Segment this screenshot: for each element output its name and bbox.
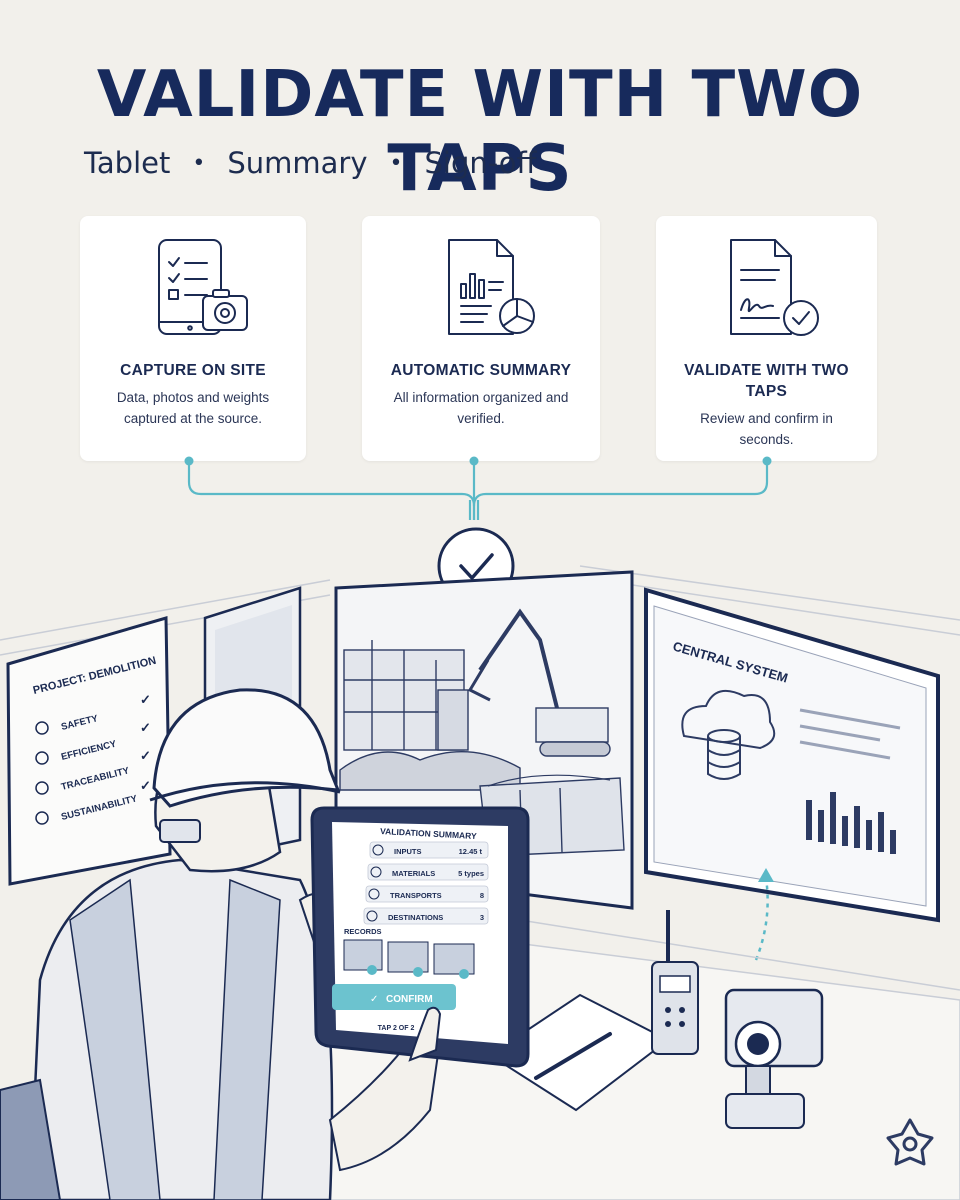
central-system-monitor: CENTRAL SYSTEM (644, 587, 940, 923)
page-title: VALIDATE WITH TWO TAPS (96, 58, 864, 206)
check-icon: ✓ (140, 720, 151, 735)
subtitle-separator: • (389, 150, 403, 176)
shield-icon (35, 721, 49, 735)
subtitle-item-signoff: Sign-off (424, 146, 537, 180)
camera-icon (724, 988, 824, 1129)
tablet-row-value: 12.45 t (459, 847, 483, 856)
document-chart-icon (448, 239, 535, 335)
pointing-finger (408, 1006, 442, 1062)
tablet-checklist-camera-icon (158, 239, 248, 335)
card-capture-on-site: CAPTURE ON SITE Data, photos and weights… (80, 216, 306, 461)
bar-chart-icon (806, 792, 896, 854)
worker-figure (0, 688, 442, 1200)
tablet-row-value: 5 types (458, 869, 484, 878)
confirm-button[interactable]: ✓ CONFIRM (332, 984, 456, 1010)
tablet-device: VALIDATION SUMMARY INPUTS 12.45 t MATERI… (310, 806, 530, 1068)
subtitle-item-tablet: Tablet (84, 146, 171, 180)
card-validate-two-taps: VALIDATE WITH TWO TAPS Review and confir… (656, 216, 877, 461)
project-board: PROJECT: DEMOLITION SAFETY ✓ EFFICIENCY … (6, 616, 172, 886)
tablet-row-label: DESTINATIONS (388, 913, 443, 922)
radio-icon (651, 910, 699, 1055)
check-icon: ✓ (140, 778, 151, 793)
card-title: AUTOMATIC SUMMARY (390, 362, 572, 379)
tablet-row-label: TRANSPORTS (390, 891, 442, 900)
subtitle-separator: • (192, 150, 206, 176)
flow-connector (184, 456, 772, 605)
card-automatic-summary: AUTOMATIC SUMMARY All information organi… (362, 216, 600, 461)
brand-logo-icon (886, 1118, 934, 1166)
check-icon: ✓ (140, 748, 151, 763)
card-title: VALIDATE WITH TWO TAPS (684, 362, 849, 400)
site-office-scene: PROJECT: DEMOLITION SAFETY ✓ EFFICIENCY … (0, 565, 960, 1200)
card-title: CAPTURE ON SITE (120, 362, 266, 379)
tap-counter: TAP 2 OF 2 (378, 1025, 415, 1032)
tablet-row-value: 3 (480, 913, 484, 922)
leaf-icon (35, 811, 49, 825)
subtitle: Tablet • Summary • Sign-off (84, 146, 536, 180)
trace-icon (35, 781, 49, 795)
upload-arrow (754, 877, 769, 961)
tablet-row-value: 8 (480, 891, 484, 900)
card-description: Data, photos and weights captured at the… (116, 390, 270, 426)
card-description: All information organized and verified. (393, 390, 569, 426)
record-thumbnails (343, 939, 475, 979)
cloud-database-icon (681, 689, 776, 780)
signed-document-check-icon (729, 239, 819, 336)
subtitle-item-summary: Summary (227, 146, 368, 180)
check-icon: ✓ (370, 994, 378, 1005)
confirm-label: CONFIRM (386, 994, 433, 1005)
check-icon: ✓ (140, 692, 151, 707)
card-description: Review and confirm in seconds. (700, 411, 833, 447)
tablet-row-label: INPUTS (394, 847, 422, 856)
tablet-row-label: MATERIALS (392, 869, 435, 878)
tablet-records-label: RECORDS (344, 927, 382, 936)
gear-icon (35, 751, 49, 765)
